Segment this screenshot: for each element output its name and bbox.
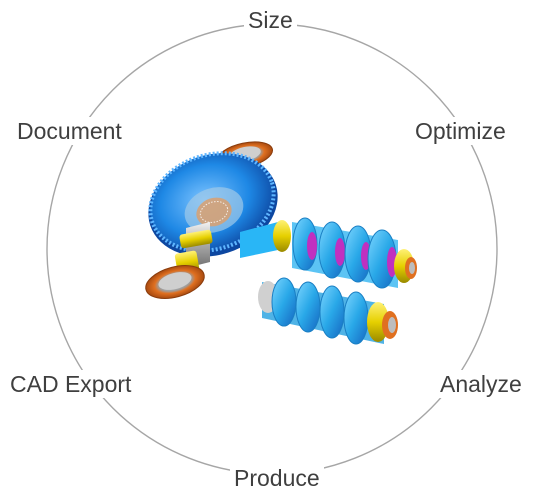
upper-gear-row (292, 217, 417, 289)
lower-shaft (145, 222, 213, 299)
stage-label-document: Document (13, 117, 126, 145)
stage-label-size: Size (244, 6, 297, 34)
stage-label-analyze: Analyze (436, 370, 526, 398)
bevel-gear (148, 151, 278, 257)
lower-gear-row (258, 277, 398, 345)
pinion-shaft (240, 220, 291, 258)
stage-label-produce: Produce (230, 464, 324, 492)
stage-label-optimize: Optimize (411, 117, 510, 145)
gearbox-illustration (145, 141, 417, 345)
stage-label-cad-export: CAD Export (6, 370, 136, 398)
